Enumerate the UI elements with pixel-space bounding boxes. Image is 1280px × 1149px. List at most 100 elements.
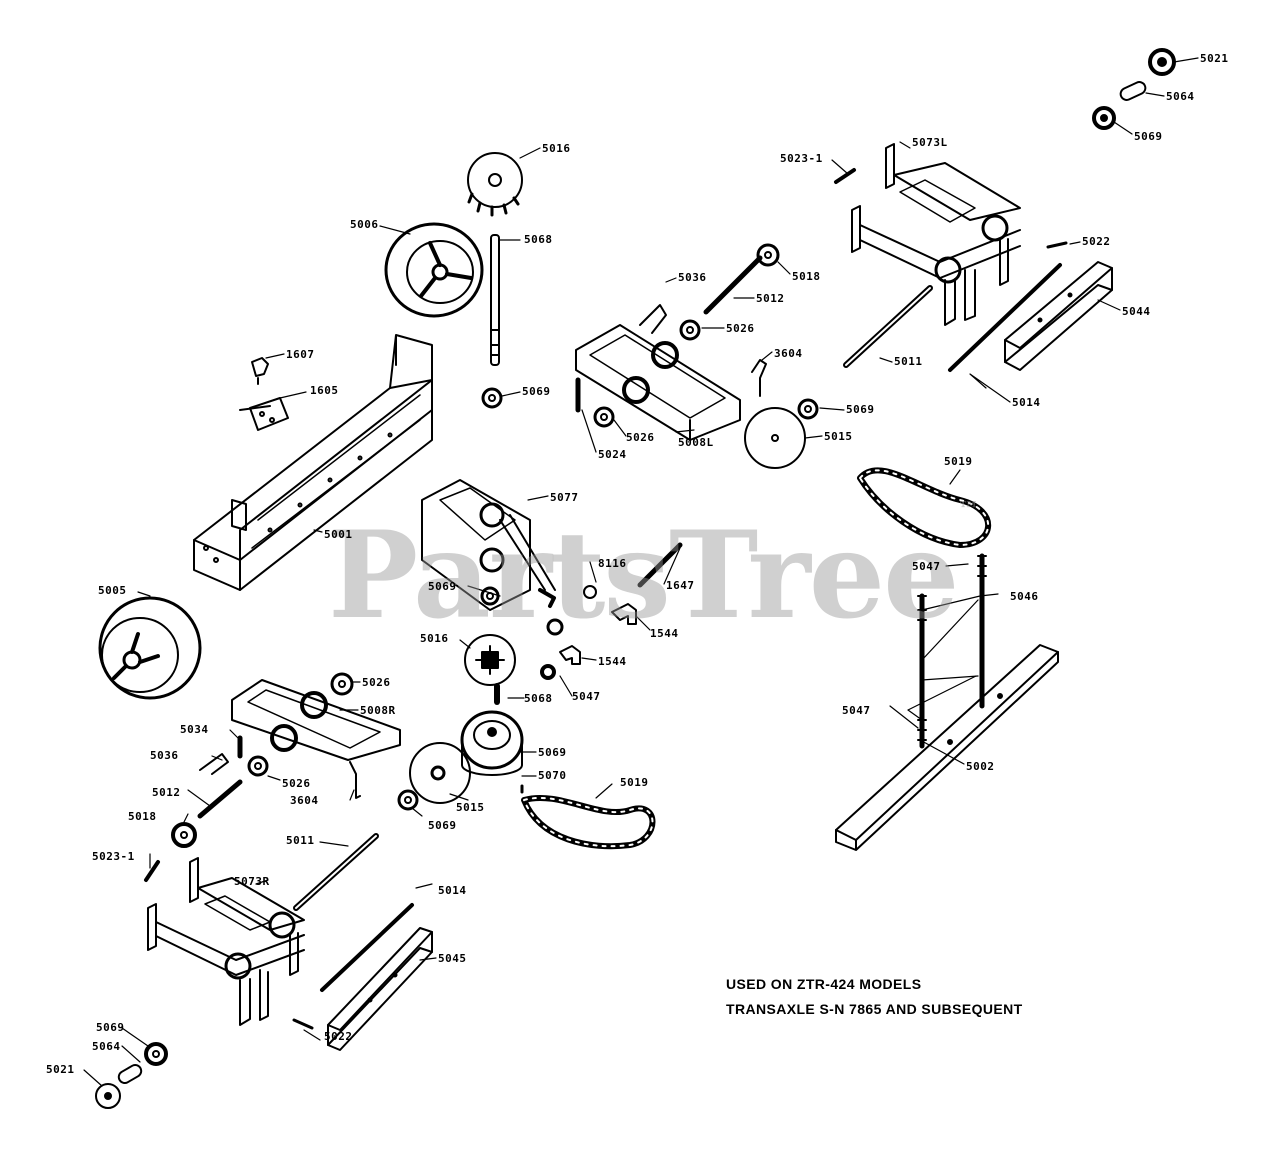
label-3604-mid: 3604 <box>290 794 319 807</box>
frame-5073L <box>851 143 1021 326</box>
label-5069-d: 5069 <box>428 819 457 832</box>
pulley-5016-top <box>467 152 523 217</box>
label-5034: 5034 <box>180 723 209 736</box>
label-5019-mid: 5019 <box>620 776 649 789</box>
label-5073R: 5073R <box>234 875 270 888</box>
bearing-5026-top <box>679 319 701 341</box>
label-5069-bot: 5069 <box>96 1021 125 1034</box>
label-5012-top: 5012 <box>756 292 785 305</box>
collar-5069-d <box>397 789 419 811</box>
label-5005: 5005 <box>98 584 127 597</box>
label-5047-b: 5047 <box>842 704 871 717</box>
label-5019-top: 5019 <box>944 455 973 468</box>
collar-5069-b <box>797 398 819 420</box>
clip-5036-mid <box>199 753 229 775</box>
label-5014-top: 5014 <box>1012 396 1041 409</box>
bar-5044 <box>1004 261 1113 371</box>
plate-1605 <box>239 397 289 431</box>
label-1605: 1605 <box>310 384 339 397</box>
bearing-5026-b <box>593 406 615 428</box>
pin-5022-mid <box>292 1018 314 1030</box>
nut-5047-mid <box>540 664 556 680</box>
note-models: USED ON ZTR-424 MODELS <box>726 976 922 992</box>
collar-5069-bot <box>144 1042 168 1066</box>
label-5018-mid: 5018 <box>128 810 157 823</box>
label-5070: 5070 <box>538 769 567 782</box>
label-5008L: 5008L <box>678 436 714 449</box>
label-1607: 1607 <box>286 348 315 361</box>
label-5018-top: 5018 <box>792 270 821 283</box>
pin-5023-1-top <box>834 168 856 184</box>
rod-5014-mid <box>320 903 414 992</box>
bearing-5018-top <box>756 243 780 267</box>
label-5002: 5002 <box>966 760 995 773</box>
rod-1647 <box>637 542 683 588</box>
label-1544-a: 1544 <box>650 627 679 640</box>
label-5036-top: 5036 <box>678 271 707 284</box>
label-5064-bot: 5064 <box>92 1040 121 1053</box>
collar-5069-c <box>480 586 500 606</box>
label-5008R: 5008R <box>360 704 396 717</box>
label-5073L: 5073L <box>912 136 948 149</box>
label-5047-a: 5047 <box>912 560 941 573</box>
fitting-1544-b <box>559 645 581 665</box>
bracket-1607 <box>251 357 269 385</box>
label-5026-c: 5026 <box>282 777 311 790</box>
label-5069-mid: 5069 <box>538 746 567 759</box>
label-5045: 5045 <box>438 952 467 965</box>
chain-5019-top <box>857 467 992 548</box>
bushing-5064-bot <box>117 1064 143 1084</box>
label-5026-b: 5026 <box>626 431 655 444</box>
rod-5014-top <box>948 263 1062 372</box>
collar-5069-top <box>1092 106 1116 130</box>
label-5011-top: 5011 <box>894 355 923 368</box>
rod-5012-mid <box>197 779 243 819</box>
label-5036-mid: 5036 <box>150 749 179 762</box>
label-5014-mid: 5014 <box>438 884 467 897</box>
pulley-5005 <box>98 596 202 700</box>
bushing-5064-top <box>1119 81 1147 101</box>
label-5069-a: 5069 <box>522 385 551 398</box>
label-5022-mid: 5022 <box>324 1030 353 1043</box>
label-3604-top: 3604 <box>774 347 803 360</box>
label-5023-1-mid: 5023-1 <box>92 850 135 863</box>
label-8116: 8116 <box>598 557 627 570</box>
label-5046: 5046 <box>1010 590 1039 603</box>
bearing-5026-mid <box>330 672 354 696</box>
housing-5008L <box>575 324 741 441</box>
rod-5012-top <box>703 255 763 315</box>
label-5001: 5001 <box>324 528 353 541</box>
label-5069-c: 5069 <box>428 580 457 593</box>
bearing-5021-bot <box>95 1083 121 1109</box>
pulley-5006-top <box>384 222 484 318</box>
bar-5002 <box>835 644 1059 851</box>
washer-8116 <box>583 585 597 599</box>
chain-5019-mid <box>521 795 656 850</box>
leader-lines <box>83 57 1199 1087</box>
label-5011-mid: 5011 <box>286 834 315 847</box>
bar-5045 <box>327 927 433 1051</box>
label-5015-mid: 5015 <box>456 801 485 814</box>
label-5016-mid: 5016 <box>420 632 449 645</box>
label-1544-b: 1544 <box>598 655 627 668</box>
arm-3604-top <box>751 359 767 397</box>
label-5012-mid: 5012 <box>152 786 181 799</box>
label-5023-1-top: 5023-1 <box>780 152 823 165</box>
collar-5069-a <box>481 387 503 409</box>
pulley-5016-mid <box>464 634 516 686</box>
label-5015-top: 5015 <box>824 430 853 443</box>
label-5068-mid: 5068 <box>524 692 553 705</box>
frame-5001 <box>193 334 433 591</box>
label-5077: 5077 <box>550 491 579 504</box>
label-5026-top: 5026 <box>726 322 755 335</box>
bearing-5021-top <box>1148 48 1176 76</box>
label-5069-top: 5069 <box>1134 130 1163 143</box>
note-serial: TRANSAXLE S-N 7865 AND SUBSEQUENT <box>726 1001 1023 1017</box>
label-5068-top: 5068 <box>524 233 553 246</box>
label-5021-top: 5021 <box>1200 52 1229 65</box>
label-1647: 1647 <box>666 579 695 592</box>
collar-ring <box>546 618 564 636</box>
label-5016-top: 5016 <box>542 142 571 155</box>
disc-5015-mid <box>409 742 471 804</box>
